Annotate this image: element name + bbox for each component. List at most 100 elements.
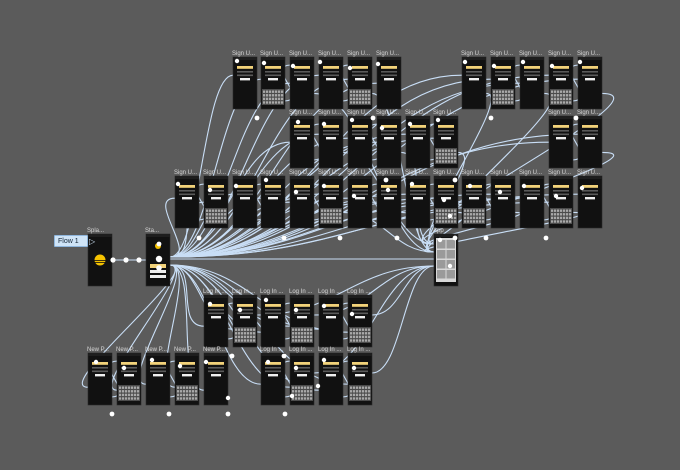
login-frame-r1-1[interactable]: Log In ... (203, 289, 229, 348)
signup-frame-r3-3[interactable]: Sign U... (232, 170, 258, 229)
connection-handle[interactable] (577, 59, 583, 65)
connection-handle[interactable] (281, 353, 287, 359)
signup-frame-r3-4[interactable]: Sign U... (260, 170, 286, 229)
connection-handle[interactable] (351, 365, 357, 371)
signup-frame-r3-5[interactable]: Sign U... (289, 170, 315, 229)
connection-handle[interactable] (110, 257, 116, 263)
login-frame-r2-3[interactable]: Log In ... (318, 347, 344, 406)
connection-handle[interactable] (321, 303, 327, 309)
login-frame-r2-4[interactable]: Log In ... (347, 347, 373, 406)
connection-handle[interactable] (207, 301, 213, 307)
connection-handle[interactable] (225, 395, 231, 401)
connection-handle[interactable] (321, 183, 327, 189)
connection-handle[interactable] (375, 61, 381, 67)
connection-handle[interactable] (351, 193, 357, 199)
signup-frame-r1-3[interactable]: Sign U... (289, 51, 315, 110)
connection-handle[interactable] (196, 235, 202, 241)
connection-handle[interactable] (462, 59, 468, 65)
signup-frame-r2b-1[interactable]: Sign U... (548, 110, 574, 169)
newpass-frame-2[interactable]: New P... (116, 347, 142, 406)
signup-frame-r2-5[interactable]: Sign U... (405, 110, 431, 169)
flow-start-badge[interactable]: Flow 1 ▷ (54, 235, 95, 247)
signup-frame-r2-3[interactable]: Sign U... (347, 110, 373, 169)
signup-frame-r3-1[interactable]: Sign U... (174, 170, 200, 229)
connection-handle[interactable] (435, 117, 441, 123)
signup-frame-r3-8[interactable]: Sign U... (376, 170, 402, 229)
connection-handle[interactable] (289, 393, 295, 399)
play-icon[interactable]: ▷ (89, 237, 96, 246)
signup-frame-r2b-2[interactable]: Sign U... (577, 110, 603, 169)
connection-handle[interactable] (394, 235, 400, 241)
connection-handle[interactable] (497, 189, 503, 195)
newpass-frame-4[interactable]: New P... (174, 347, 200, 406)
connection-handle[interactable] (254, 115, 260, 121)
signup-frame-r3-2[interactable]: Sign U... (203, 170, 229, 229)
signup-frame-r1b-5[interactable]: Sign U... (577, 51, 603, 110)
login-frame-r2-2[interactable]: Log In ... (289, 347, 315, 406)
connection-handle[interactable] (321, 121, 327, 127)
connection-handle[interactable] (293, 365, 299, 371)
connection-handle[interactable] (156, 241, 162, 247)
connection-handle[interactable] (315, 383, 321, 389)
connection-handle[interactable] (123, 257, 129, 263)
connection-handle[interactable] (234, 58, 240, 64)
signup-frame-r3-14[interactable]: Sign U... (548, 170, 574, 229)
connection-handle[interactable] (155, 255, 163, 263)
connection-handle[interactable] (483, 235, 489, 241)
connection-handle[interactable] (261, 60, 267, 66)
login-button[interactable] (150, 270, 166, 273)
connection-handle[interactable] (549, 63, 555, 69)
signup-frame-r1-1[interactable]: Sign U... (232, 51, 258, 110)
login-frame-r2-1[interactable]: Log In ... (260, 347, 286, 406)
connection-handle[interactable] (409, 181, 415, 187)
connection-handle[interactable] (177, 363, 183, 369)
signup-frame-r2-4[interactable]: Sign U... (376, 110, 402, 169)
connection-handle[interactable] (175, 181, 181, 187)
signup-frame-r2-2[interactable]: Sign U... (318, 110, 344, 169)
connection-handle[interactable] (317, 59, 323, 65)
connection-handle[interactable] (521, 183, 527, 189)
connection-handle[interactable] (543, 235, 549, 241)
login-frame-r1-2[interactable]: Log In ... (232, 289, 258, 348)
signup-frame-r1-6[interactable]: Sign U... (376, 51, 402, 110)
connection-handle[interactable] (337, 235, 343, 241)
splash-frame[interactable]: Spla... (87, 228, 113, 287)
connection-handle[interactable] (347, 65, 353, 71)
connection-handle[interactable] (447, 263, 453, 269)
signup-frame-r1-4[interactable]: Sign U... (318, 51, 344, 110)
connection-handle[interactable] (385, 187, 391, 193)
signup-frame-r3-12[interactable]: Sign U... (490, 170, 516, 229)
signup-frame-r2-1[interactable]: Sign U... (289, 110, 315, 169)
connection-handle[interactable] (156, 265, 162, 271)
login-frame-r1-4[interactable]: Log In ... (289, 289, 315, 348)
connection-handle[interactable] (263, 297, 269, 303)
signup-frame-r3-13[interactable]: Sign U... (519, 170, 545, 229)
connection-handle[interactable] (349, 311, 355, 317)
connection-handle[interactable] (136, 257, 142, 263)
signup-frame-r2-6[interactable]: Sign U... (433, 110, 459, 169)
signup-frame-r3-15[interactable]: Sign U... (577, 170, 603, 229)
connection-handle[interactable] (149, 357, 155, 363)
connection-handle[interactable] (229, 353, 235, 359)
connection-handle[interactable] (520, 59, 526, 65)
connection-handle[interactable] (441, 197, 447, 203)
connection-handle[interactable] (321, 357, 327, 363)
connection-handle[interactable] (370, 115, 376, 121)
connection-handle[interactable] (166, 411, 172, 417)
login-frame-r1-5[interactable]: Log In ... (318, 289, 344, 348)
signup-frame-r1b-2[interactable]: Sign U... (490, 51, 516, 110)
newpass-frame-3[interactable]: New P... (145, 347, 171, 406)
connection-handle[interactable] (379, 125, 385, 131)
connection-handle[interactable] (467, 183, 473, 189)
signup-frame-r3-9[interactable]: Sign U... (405, 170, 431, 229)
connection-handle[interactable] (452, 177, 458, 183)
connection-handle[interactable] (203, 359, 209, 365)
connection-handle[interactable] (237, 307, 243, 313)
connection-handle[interactable] (109, 411, 115, 417)
signup-frame-r1-5[interactable]: Sign U... (347, 51, 373, 110)
login-frame-r1-6[interactable]: Log In ... (347, 289, 373, 348)
connection-handle[interactable] (383, 177, 389, 183)
connection-handle[interactable] (233, 183, 239, 189)
signup-frame-r3-11[interactable]: Sign U... (461, 170, 487, 229)
